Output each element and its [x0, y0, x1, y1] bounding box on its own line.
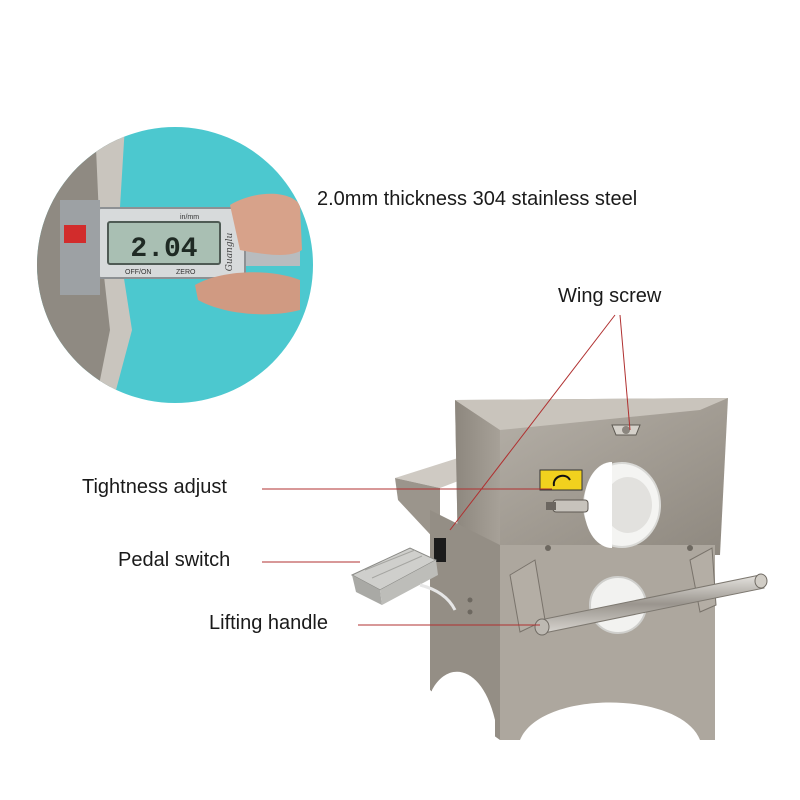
caliper-brand: Guanglu: [225, 233, 235, 272]
stainless-steel-machine: [350, 398, 768, 740]
lifting-handle-label: Lifting handle: [209, 612, 328, 634]
caliper-power-button: OFF/ON: [125, 269, 151, 276]
pedal-switch-label: Pedal switch: [118, 549, 231, 571]
callout-lines: [262, 314, 631, 626]
wing-screw-line-1: [619, 314, 631, 431]
tightness-adjust-label: Tightness adjust: [82, 476, 227, 498]
wing-screw-label: Wing screw: [558, 285, 662, 307]
caliper-inset: [37, 127, 313, 403]
wing-screw-line-2: [449, 314, 616, 531]
caliper-unit-button: in/mm: [180, 214, 199, 221]
caliper-zero-button: ZERO: [176, 269, 196, 276]
caliper-reading: 2.04: [130, 234, 197, 265]
thickness-label: 2.0mm thickness 304 stainless steel: [317, 188, 638, 210]
